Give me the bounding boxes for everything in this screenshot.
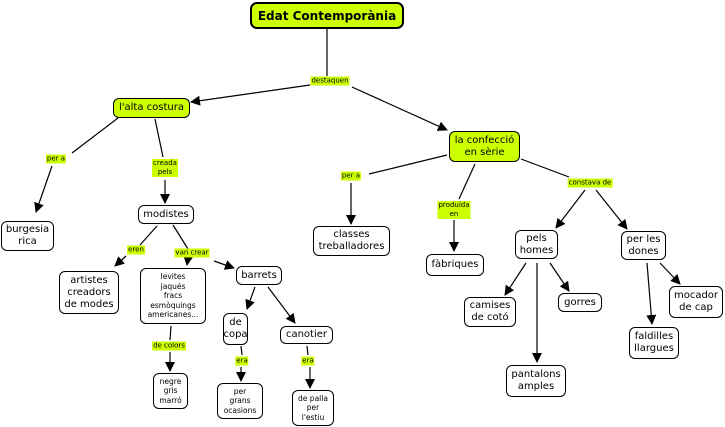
concept-gorres[interactable]: gorres [558, 293, 602, 312]
concept-palla-estiu[interactable]: de palla per l'estiu [292, 390, 334, 426]
link-label-creada-pels: creada pels [152, 159, 178, 177]
concept-faldilles-llargues[interactable]: faldilles llargues [629, 327, 679, 359]
link-label-per-a: per a [45, 154, 67, 164]
link-label-de-colors: de colors [152, 341, 186, 351]
link-label-era: era [301, 356, 315, 366]
concept-camises-coto[interactable]: camises de cotó [464, 297, 516, 327]
link-label-produida-en: produïda en [437, 201, 471, 219]
concept-alta-costura[interactable]: l'alta costura [113, 98, 190, 118]
link-label-era: era [235, 356, 249, 366]
concept-mocador-cap[interactable]: mocador de cap [669, 286, 723, 318]
link-label-eren: eren [127, 245, 145, 255]
root-concept-title[interactable]: Edat Contemporània [250, 2, 404, 29]
concept-grans-ocasions[interactable]: per grans ocasions [217, 383, 263, 419]
concept-colors[interactable]: negre gris marró [153, 373, 188, 409]
link-label-van-crear: van crear [174, 248, 210, 258]
concept-per-les-dones[interactable]: per les dones [621, 231, 666, 260]
concept-canotier[interactable]: canotier [280, 326, 333, 344]
concept-burgesia-rica[interactable]: burgesia rica [1, 221, 54, 251]
concept-barrets[interactable]: barrets [236, 266, 282, 285]
concept-classes-treballadores[interactable]: classes treballadores [313, 226, 390, 256]
concept-fabriques[interactable]: fàbriques [426, 254, 484, 276]
concept-de-copa[interactable]: de copa [223, 313, 248, 345]
concept-artistes[interactable]: artistes creadors de modes [59, 271, 119, 314]
concept-pels-homes[interactable]: pels homes [515, 230, 558, 259]
concept-modistes[interactable]: modistes [138, 205, 194, 224]
link-label-constava-de: constava de [567, 178, 613, 188]
concept-levites-list[interactable]: levites jaqués fracs esmòquings american… [140, 268, 206, 324]
link-label-per-a: per a [340, 171, 362, 181]
concept-pantalons-amples[interactable]: pantalons amples [506, 365, 566, 397]
concept-confeccio-serie[interactable]: la confecció en sèrie [449, 131, 520, 162]
link-label-destaquen: destaquen [310, 76, 350, 86]
